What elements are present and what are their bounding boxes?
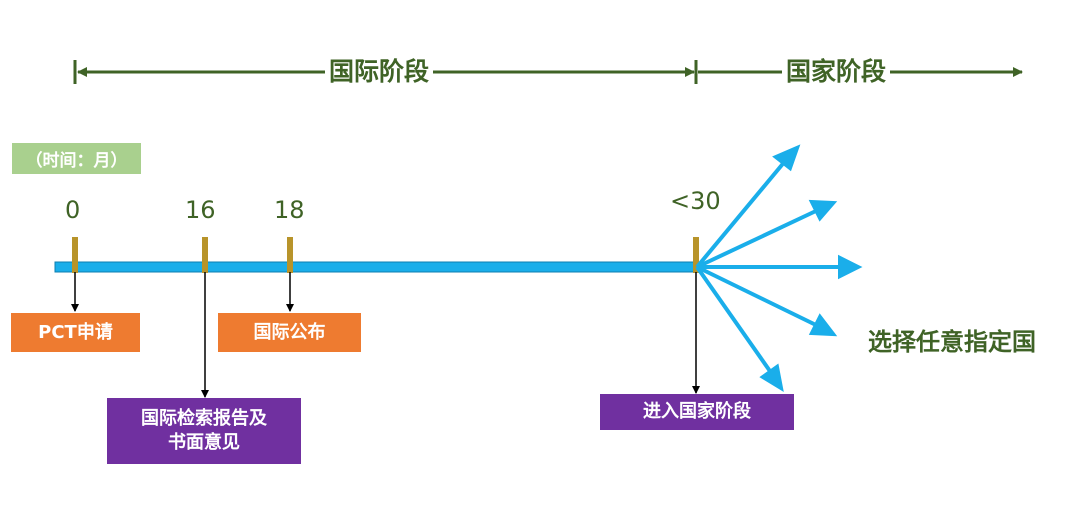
search-report-line-2: 书面意见 bbox=[168, 432, 240, 453]
timeline-bar bbox=[54, 261, 699, 273]
search-report-line-1: 国际检索报告及 bbox=[141, 408, 267, 429]
international-phase-label: 国际阶段 bbox=[325, 57, 434, 87]
tick-marker-30 bbox=[693, 237, 699, 273]
fan-arrow-5-head bbox=[759, 363, 784, 393]
fan-arrow-2 bbox=[696, 208, 819, 269]
fan-arrow-4 bbox=[696, 265, 819, 328]
fan-arrow-2-head bbox=[808, 199, 838, 222]
designated-states-label: 选择任意指定国 bbox=[868, 328, 1036, 356]
pct-filing-box: PCT申请 bbox=[11, 313, 140, 352]
tick-label-30: <30 bbox=[670, 187, 721, 215]
fan-arrow-4-head bbox=[808, 313, 838, 337]
search-report-box: 国际检索报告及 书面意见 bbox=[107, 398, 301, 464]
national-phase-label: 国家阶段 bbox=[782, 57, 891, 87]
tick-marker-0 bbox=[72, 237, 78, 273]
fan-arrow-5 bbox=[695, 265, 774, 376]
designated-states-fan bbox=[695, 144, 863, 393]
fan-arrow-3-head bbox=[838, 254, 863, 280]
fan-arrow-1-head bbox=[772, 144, 801, 172]
tick-label-0: 0 bbox=[65, 196, 81, 224]
fan-arrow-1 bbox=[695, 158, 788, 269]
time-unit-label: （时间：月） bbox=[12, 143, 141, 174]
tick-label-16: 16 bbox=[185, 196, 216, 224]
national-entry-box: 进入国家阶段 bbox=[600, 394, 794, 430]
tick-label-18: 18 bbox=[274, 196, 305, 224]
publication-box: 国际公布 bbox=[218, 313, 361, 352]
tick-marker-18 bbox=[287, 237, 293, 273]
tick-marker-16 bbox=[202, 237, 208, 273]
